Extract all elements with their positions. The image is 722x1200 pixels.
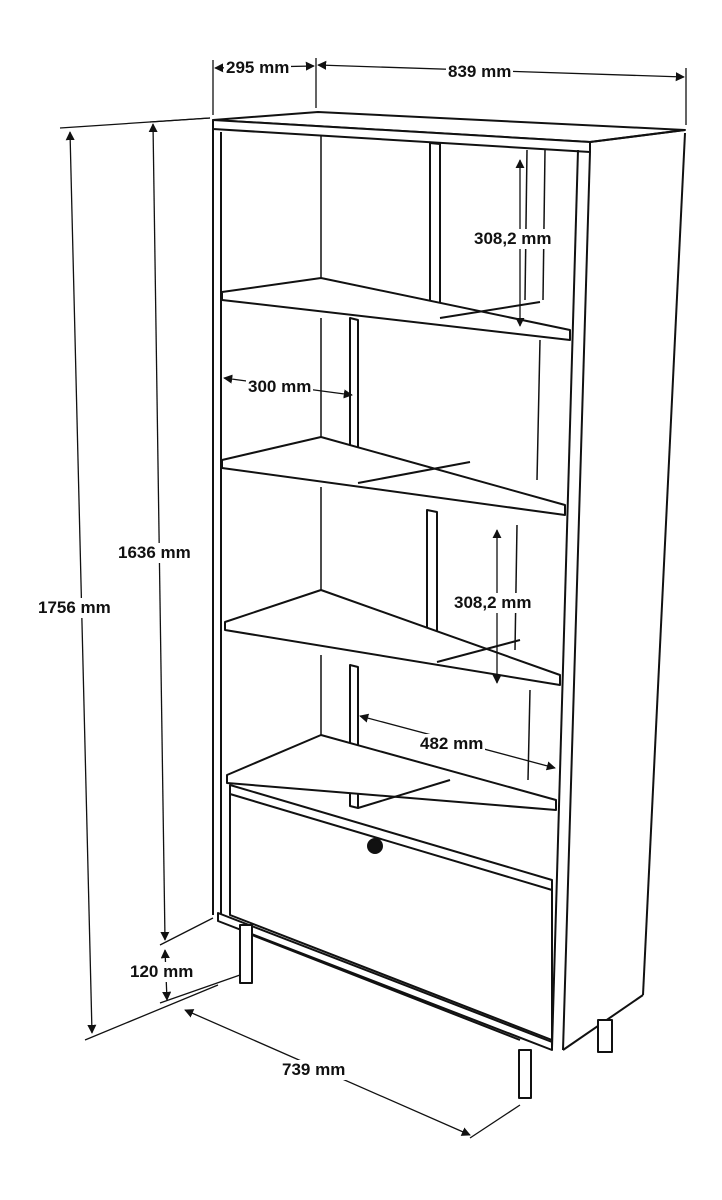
left-side-panel: [212, 129, 222, 918]
width-label: 839 mm: [446, 62, 514, 82]
body-height-label: 1636 mm: [116, 543, 193, 563]
compartment-width-label: 300 mm: [246, 377, 314, 397]
drawer: [229, 784, 553, 1041]
top-compartment-height-label: 308,2 mm: [472, 229, 554, 249]
lower-compartment-width-label: 482 mm: [418, 734, 486, 754]
total-height-label: 1756 mm: [36, 598, 113, 618]
right-side-panel: [551, 132, 686, 1051]
base-width-label: 739 mm: [280, 1060, 348, 1080]
legs: [239, 924, 613, 1099]
shelves: [221, 277, 571, 811]
top-board: [212, 111, 686, 153]
leg-height-label: 120 mm: [128, 962, 196, 982]
back-panel-lines: [320, 135, 546, 781]
middle-compartment-height-label: 308,2 mm: [452, 593, 534, 613]
drawer-knob-icon: [367, 838, 383, 854]
depth-label: 295 mm: [224, 58, 292, 78]
